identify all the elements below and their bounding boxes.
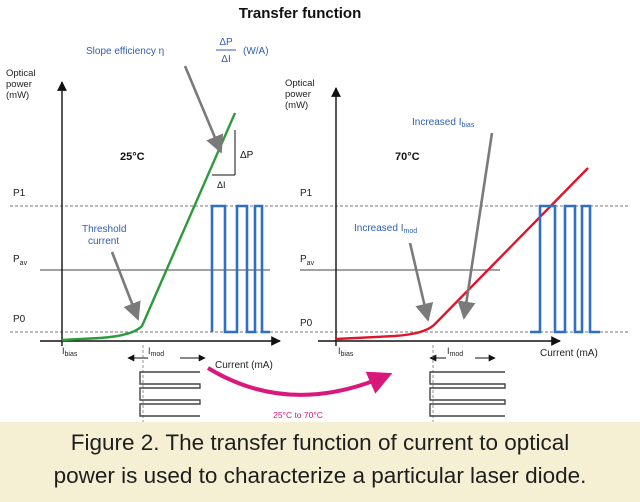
increased-imod-arrow [408, 242, 434, 322]
left-x-axis-title: Current (mA) [215, 360, 273, 371]
right-increased-imod-label: Increased Imod [354, 223, 417, 235]
right-x-axis-title: Current (mA) [540, 348, 598, 359]
left-p1-label: P1 [13, 188, 26, 199]
left-y-axis-title-2: power [6, 79, 32, 90]
threshold-pointer-arrow [110, 251, 141, 321]
left-output-pulses [210, 204, 270, 334]
right-imod-label: Imod [447, 346, 463, 358]
left-imod-label: Imod [148, 346, 164, 358]
temperature-transition-label: 25°C to 70°C [273, 410, 323, 420]
left-threshold-label-2: current [88, 236, 119, 247]
slope-eq-unit: (W/A) [243, 46, 269, 57]
slope-efficiency-label: Slope efficiency η ΔP ΔI (W/A) [86, 37, 269, 65]
increased-ibias-arrow [457, 132, 494, 320]
right-y-axis-title-1: Optical [285, 78, 315, 89]
temperature-transition-arrow [206, 366, 393, 397]
left-delta-p: ΔP [240, 150, 254, 161]
right-y-axis-title-3: (mW) [285, 100, 308, 111]
figure-title: Transfer function [239, 5, 362, 22]
right-temperature: 70°C [395, 151, 420, 163]
left-pav-label: Pav [13, 254, 28, 267]
left-ibias-label: Ibias [62, 346, 78, 358]
right-y-axis-title-2: power [285, 89, 311, 100]
slope-pointer-arrow [183, 65, 224, 154]
left-y-axis-title-3: (mW) [6, 90, 29, 101]
left-temperature: 25°C [120, 151, 145, 163]
slope-eq-prefix: Slope efficiency η [86, 46, 164, 57]
caption-band [0, 422, 640, 502]
left-input-pulses [139, 371, 201, 417]
slope-eq-numerator: ΔP [219, 37, 233, 48]
right-increased-ibias-label: Increased Ibias [412, 117, 475, 129]
right-p1-label: P1 [300, 188, 313, 199]
left-panel: Optical power (mW) 25°C P1 Pav P0 ΔP ΔI … [6, 65, 281, 425]
caption-line-1: Figure 2. The transfer function of curre… [70, 430, 570, 455]
left-y-axis-title-1: Optical [6, 68, 36, 79]
left-transfer-curve [61, 112, 237, 342]
left-threshold-label-1: Threshold [82, 224, 126, 235]
transfer-function-figure: Transfer function Slope efficiency η ΔP … [6, 5, 630, 425]
right-input-pulses [429, 371, 506, 417]
right-ibias-label: Ibias [338, 346, 354, 358]
right-transfer-curve [335, 167, 589, 341]
right-p0-label: P0 [300, 318, 313, 329]
left-delta-i: ΔI [217, 180, 226, 190]
slope-eq-denominator: ΔI [221, 54, 230, 65]
right-panel: Optical power (mW) 70°C P1 Pav P0 Increa… [285, 78, 600, 425]
caption-line-2: power is used to characterize a particul… [53, 463, 587, 488]
right-output-pulses [530, 204, 600, 334]
left-p0-label: P0 [13, 314, 26, 325]
right-pav-label: Pav [300, 254, 315, 267]
